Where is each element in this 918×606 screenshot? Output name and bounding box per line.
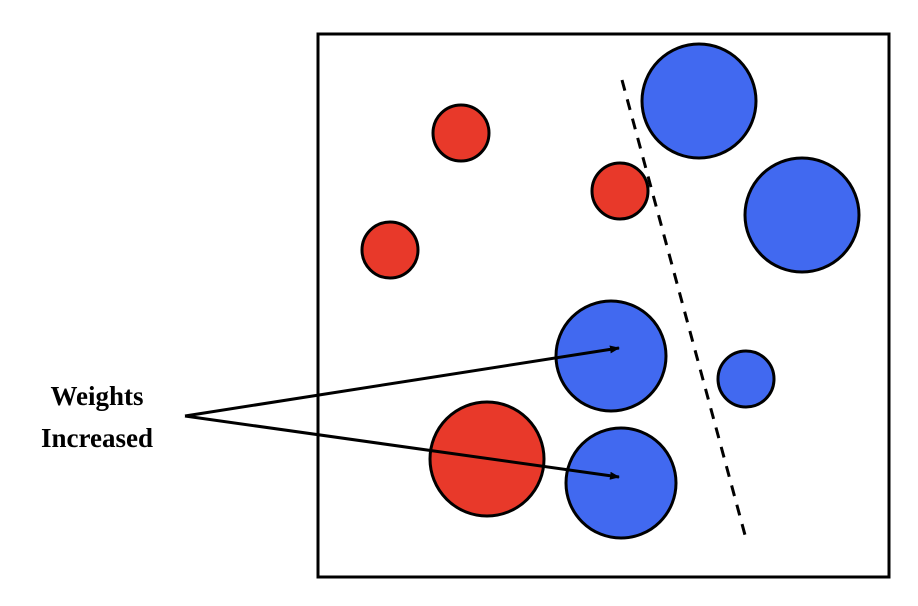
point-red-2: [590, 161, 650, 221]
point-blue-5: [716, 349, 776, 409]
point-red-1: [431, 103, 491, 163]
annotation-label-line2: Increased: [41, 423, 153, 453]
annotation-label-line1: Weights: [50, 381, 143, 411]
point-blue-4: [564, 426, 678, 540]
point-blue-2: [743, 156, 861, 274]
point-blue-1: [640, 42, 758, 160]
annotation-arrow-lower: [184, 414, 620, 480]
point-red-3: [360, 220, 420, 280]
point-blue-3: [554, 299, 668, 413]
annotation-arrow-upper: [184, 345, 620, 418]
